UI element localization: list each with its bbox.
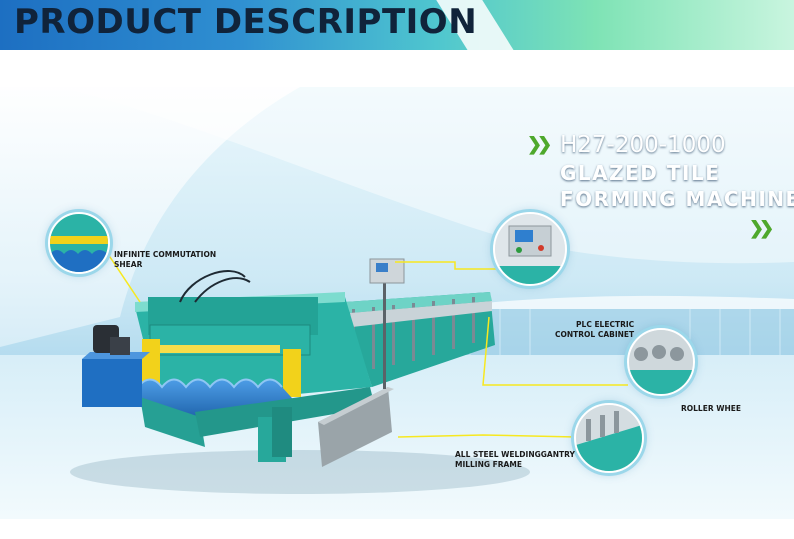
roller-detail-circle <box>627 328 695 396</box>
product-name-line1: GLAZED TILE <box>560 161 721 185</box>
roller-label: ROLLER WHEE <box>681 404 742 413</box>
product-illustration: ❯❯ H27-200-1000 GLAZED TILE FORMING MACH… <box>0 87 794 519</box>
frame-detail-circle <box>574 403 644 473</box>
control-box <box>318 387 392 467</box>
product-model: H27-200-1000 <box>560 132 726 158</box>
hydraulic-station <box>82 359 142 407</box>
shear-label: INFINITE COMMUTATION SHEAR <box>114 250 217 269</box>
arch-left <box>0 87 300 347</box>
page-title: PRODUCT DESCRIPTION <box>14 2 478 42</box>
machine-drawing <box>0 87 794 519</box>
plc-label: PLC ELECTRIC CONTROL CABINET <box>555 320 635 339</box>
double-chevron-right-icon: ❯❯ <box>749 218 774 238</box>
header-banner: PRODUCT DESCRIPTION <box>0 0 794 50</box>
double-chevron-right-icon: ❯❯ <box>527 134 552 154</box>
frame-label: ALL STEEL WELDINGGANTRY MILLING FRAME <box>455 450 575 469</box>
arch-top <box>60 87 794 264</box>
product-name-line2: FORMING MACHINE <box>560 187 794 211</box>
plc-detail-circle <box>493 212 567 286</box>
shear-detail-circle <box>48 212 110 274</box>
